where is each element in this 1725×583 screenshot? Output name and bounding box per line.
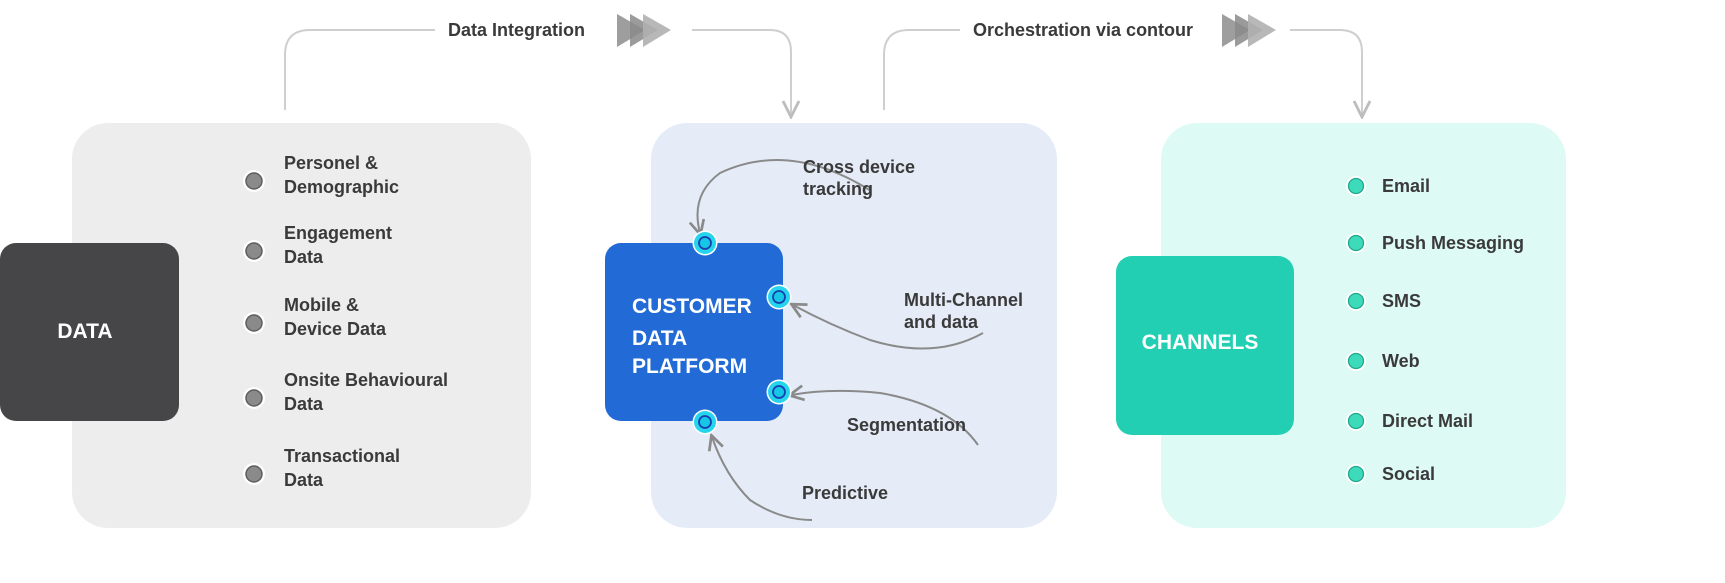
bullet-icon <box>1347 412 1365 430</box>
input-label: and data <box>904 312 979 332</box>
cdp-box <box>605 243 783 421</box>
cdp-title-line: DATA <box>632 327 687 350</box>
data-item-label: Engagement <box>284 223 392 243</box>
channels-box <box>1116 256 1294 435</box>
channel-item: Web <box>1346 351 1420 371</box>
input-label: Predictive <box>802 483 888 503</box>
data-item: Personel & Demographic <box>243 153 399 197</box>
data-item-label: Data <box>284 247 324 267</box>
bullet-icon <box>245 465 263 483</box>
connector-dot-icon <box>692 230 718 256</box>
input-label: Multi-Channel <box>904 290 1023 310</box>
data-item-label: Device Data <box>284 319 387 339</box>
bullet-icon <box>245 242 263 260</box>
triple-chevron-right-icon <box>1222 14 1276 47</box>
flow-label: Orchestration via contour <box>973 20 1193 40</box>
channel-label: Email <box>1382 176 1430 196</box>
triple-chevron-right-icon <box>617 14 671 47</box>
data-panel: DATA Personel & DemographicEngagementData… <box>0 123 531 528</box>
bullet-icon <box>245 389 263 407</box>
cdp-title-line: PLATFORM <box>632 355 747 378</box>
input-label: Segmentation <box>847 415 966 435</box>
arrow <box>698 159 872 233</box>
data-item-label: Transactional <box>284 446 400 466</box>
cdp-title-line: CUSTOMER <box>632 295 752 318</box>
connector-dot-icon <box>766 379 792 405</box>
data-item-label: Data <box>284 394 324 414</box>
data-title: DATA <box>57 320 112 343</box>
channel-label: Social <box>1382 464 1435 484</box>
channel-item: Push Messaging <box>1346 233 1524 253</box>
connector-dot-icon <box>692 409 718 435</box>
data-item-label: Personel & <box>284 153 378 173</box>
data-item-label: Onsite Behavioural <box>284 370 448 390</box>
connector-dot-icon <box>766 284 792 310</box>
input-label: tracking <box>803 179 873 199</box>
channel-item: SMS <box>1346 291 1421 311</box>
channel-label: Web <box>1382 351 1420 371</box>
bullet-icon <box>1347 465 1365 483</box>
arrow <box>791 391 979 446</box>
flow-orchestration: Orchestration via contour <box>883 14 1362 115</box>
arrow <box>793 305 984 350</box>
bullet-icon <box>245 172 263 190</box>
data-item-label: Data <box>284 470 324 490</box>
bullet-icon <box>1347 234 1365 252</box>
bullet-icon <box>1347 292 1365 310</box>
input-label: Cross device <box>803 157 915 177</box>
bullet-icon <box>1347 352 1365 370</box>
data-item: Mobile & Device Data <box>243 295 387 339</box>
cdp-panel: CUSTOMER DATA PLATFORM Cross device trac… <box>605 123 1057 528</box>
channel-item: Social <box>1346 464 1435 484</box>
flow-data-integration: Data Integration <box>284 14 791 115</box>
bullet-icon <box>245 314 263 332</box>
data-item-label: Demographic <box>284 177 399 197</box>
channel-label: Direct Mail <box>1382 411 1473 431</box>
channel-item: Email <box>1346 176 1430 196</box>
data-item-label: Mobile & <box>284 295 359 315</box>
bullet-icon <box>1347 177 1365 195</box>
channel-label: Push Messaging <box>1382 233 1524 253</box>
channel-label: SMS <box>1382 291 1421 311</box>
flow-label: Data Integration <box>448 20 585 40</box>
channels-title: CHANNELS <box>1142 331 1259 354</box>
arrow <box>712 437 813 521</box>
data-box <box>0 243 179 421</box>
channel-item: Direct Mail <box>1346 411 1473 431</box>
